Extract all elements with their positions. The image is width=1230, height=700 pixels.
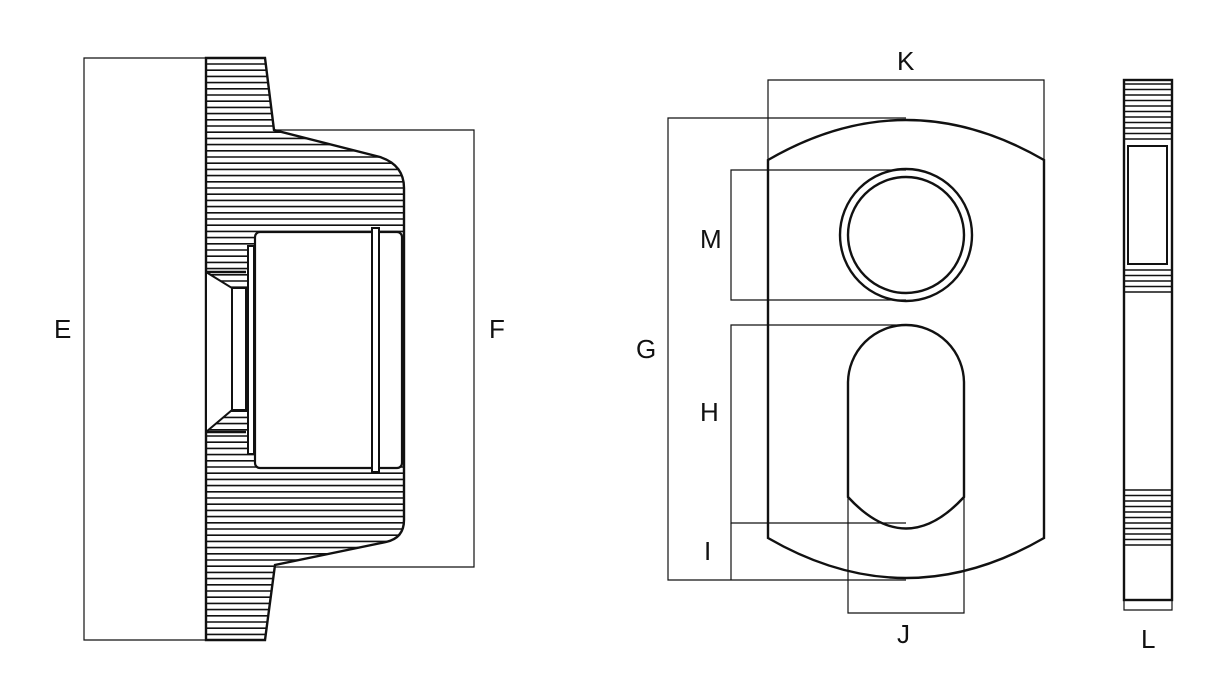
side-neck bbox=[231, 287, 247, 411]
dim-j-label: J bbox=[897, 619, 910, 649]
dim-f-label: F bbox=[489, 314, 505, 344]
edge-hatching bbox=[1124, 83, 1172, 546]
dim-g-line bbox=[667, 117, 906, 581]
dim-k-line bbox=[767, 79, 1045, 160]
dim-m-label: M bbox=[700, 224, 722, 254]
dim-h-label: H bbox=[700, 397, 719, 427]
dim-e-label: E bbox=[54, 314, 71, 344]
dim-g-label: G bbox=[636, 334, 656, 364]
side-outline bbox=[204, 56, 406, 642]
side-rim-left bbox=[247, 245, 255, 455]
dim-i-label: I bbox=[704, 536, 711, 566]
dim-h-line bbox=[730, 324, 906, 524]
round-knob-outer bbox=[838, 167, 974, 303]
side-cone bbox=[205, 270, 233, 435]
plate-outline bbox=[766, 118, 1046, 580]
edge-window bbox=[1127, 145, 1168, 265]
dim-e-line bbox=[83, 57, 206, 641]
dim-j-line bbox=[847, 497, 965, 614]
side-view: E F bbox=[54, 56, 505, 642]
front-view: K G M H I J bbox=[636, 46, 1046, 649]
edge-view: L bbox=[1122, 78, 1174, 654]
dim-k-label: K bbox=[897, 46, 915, 76]
round-knob-inner bbox=[846, 175, 966, 295]
dim-l-label: L bbox=[1141, 624, 1155, 654]
dim-m-line bbox=[730, 169, 906, 301]
edge-outline bbox=[1122, 78, 1174, 602]
dim-l-line bbox=[1123, 600, 1173, 611]
side-rim-right bbox=[371, 227, 380, 473]
dim-f-line bbox=[274, 129, 475, 568]
oval-lever bbox=[846, 323, 966, 530]
